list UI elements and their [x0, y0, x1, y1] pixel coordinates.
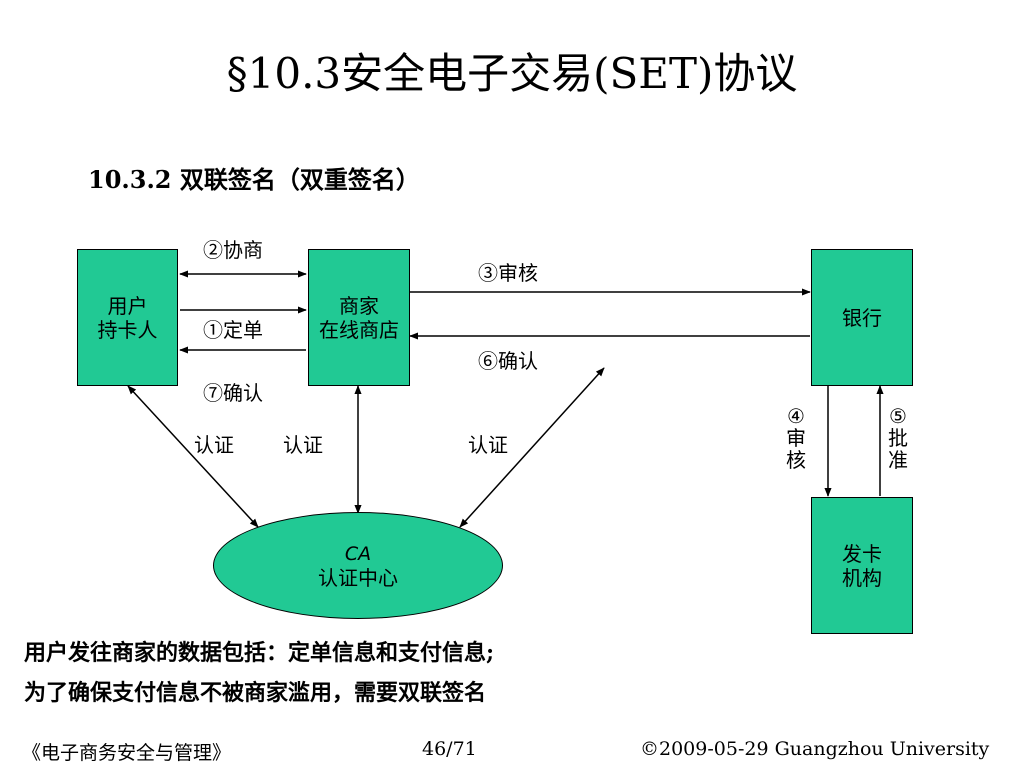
slide-title: §10.3安全电子交易(SET)协议: [226, 49, 798, 98]
label-auth-merchant: 认证: [283, 433, 323, 457]
node-bank: 银行: [811, 249, 913, 386]
arrow-auth-bank: [459, 367, 605, 528]
node-merchant: 商家在线商店: [308, 249, 410, 386]
node-user: 用户持卡人: [77, 249, 178, 386]
label-auth-user: 认证: [194, 433, 234, 457]
label-confirm-bank: ⑥确认: [478, 349, 538, 373]
body-line-2: 为了确保支付信息不被商家滥用，需要双联签名: [24, 680, 487, 706]
label-audit: ③审核: [478, 261, 538, 285]
ca-subtitle: 认证中心: [318, 565, 398, 590]
label-confirm-user: ⑦确认: [203, 381, 263, 405]
label-audit-issuer: ④ 审 核: [786, 404, 806, 472]
node-ca: CA 认证中心: [213, 512, 503, 619]
footer-course: 《电子商务安全与管理》: [22, 742, 232, 764]
label-negotiate: ②协商: [203, 238, 263, 262]
label-order: ①定单: [203, 318, 263, 342]
footer-page-number: 46/71: [422, 738, 477, 760]
footer-copyright: ©2009-05-29 Guangzhou University: [640, 738, 990, 760]
node-issuer: 发卡机构: [811, 497, 913, 634]
label-approve: ⑤ 批 准: [888, 404, 908, 472]
section-subtitle: 10.3.2 双联签名（双重签名）: [88, 165, 420, 194]
label-auth-bank: 认证: [468, 433, 508, 457]
body-line-1: 用户发往商家的数据包括：定单信息和支付信息;: [24, 640, 495, 666]
arrow-auth-user: [127, 385, 259, 528]
ca-label: CA: [344, 542, 372, 565]
